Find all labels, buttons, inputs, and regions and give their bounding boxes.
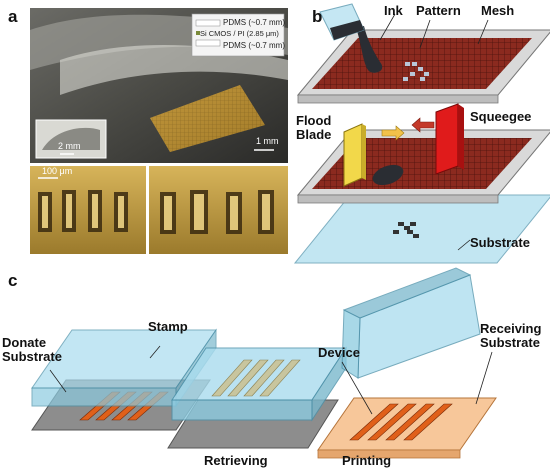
ink-stream <box>356 26 383 73</box>
layer-label-si: Si CMOS / PI (2.85 μm) <box>200 29 279 38</box>
retrieving-label: Retrieving <box>204 453 268 468</box>
ink-pointer <box>379 13 396 41</box>
layer-label-pdms-top: PDMS (~0.7 mm) <box>223 18 286 27</box>
printing-screen <box>293 103 550 264</box>
inset-scale-label: 2 mm <box>58 141 81 151</box>
pattern-label: Pattern <box>416 3 461 18</box>
panel-label-a: a <box>8 7 18 26</box>
device-label: Device <box>318 345 360 360</box>
layer-swatch-pdms-bottom <box>195 39 221 47</box>
squeegee <box>435 103 459 175</box>
stamp-right-top <box>342 267 472 319</box>
stamp-pointer <box>149 345 161 359</box>
ink-label: Ink <box>384 3 403 18</box>
top-pattern <box>403 62 429 81</box>
arrow-left-icon <box>411 117 435 133</box>
layer-swatch-pdms-top <box>195 19 221 27</box>
receiving-substrate-label: Receiving Substrate <box>480 321 542 350</box>
top-screen <box>296 3 550 104</box>
receiving-substrate-edge <box>317 449 461 459</box>
film-highlight <box>60 45 288 95</box>
flood-blade-label: Flood Blade <box>296 113 332 142</box>
donate-pointer <box>49 369 67 393</box>
top-frame-edge <box>297 94 499 104</box>
stamp-left-front <box>31 387 177 407</box>
squeegee-label: Squeegee <box>470 109 532 124</box>
printed-pattern <box>393 222 419 238</box>
layer-label-pdms-bottom: PDMS (~0.7 mm) <box>223 41 286 50</box>
squeegee-edge <box>458 104 464 170</box>
bottom-frame-edge <box>297 194 499 204</box>
panel-label-b: b <box>312 7 323 26</box>
printed-devices <box>349 403 453 441</box>
stamp-right-side <box>341 309 361 379</box>
micro-serpentines <box>38 190 274 234</box>
chip-grid <box>150 85 265 152</box>
pattern-pointer <box>419 19 431 49</box>
donate-substrate-label: Donate Substrate <box>2 335 62 364</box>
bottom-mesh <box>312 138 532 189</box>
inset-curl <box>42 127 100 150</box>
stamp-label: Stamp <box>148 319 188 334</box>
stamp-mid-front <box>171 399 313 421</box>
flood-blade-edge <box>362 124 366 180</box>
ink-puddle <box>372 164 404 186</box>
retrieved-devices <box>211 359 301 397</box>
substrate-label: Substrate <box>470 235 530 250</box>
printing-assembly <box>317 267 497 459</box>
micro-scale-label: 100 μm <box>42 166 73 176</box>
device-pointer <box>341 361 373 415</box>
retrieving-assembly <box>167 346 347 449</box>
main-scale-label: 1 mm <box>256 136 279 146</box>
printing-label: Printing <box>342 453 392 468</box>
ink-beaker <box>319 3 365 41</box>
panel-label-c: c <box>8 271 18 290</box>
substrate-plate <box>293 194 550 264</box>
panel-a-micrographs <box>30 166 288 254</box>
mesh-label: Mesh <box>481 3 515 18</box>
flood-blade <box>343 123 363 187</box>
substrate-pointer <box>457 239 471 251</box>
arrow-right-icon <box>381 125 405 141</box>
mesh-pointer <box>477 19 489 45</box>
receiving-pointer <box>475 351 493 405</box>
